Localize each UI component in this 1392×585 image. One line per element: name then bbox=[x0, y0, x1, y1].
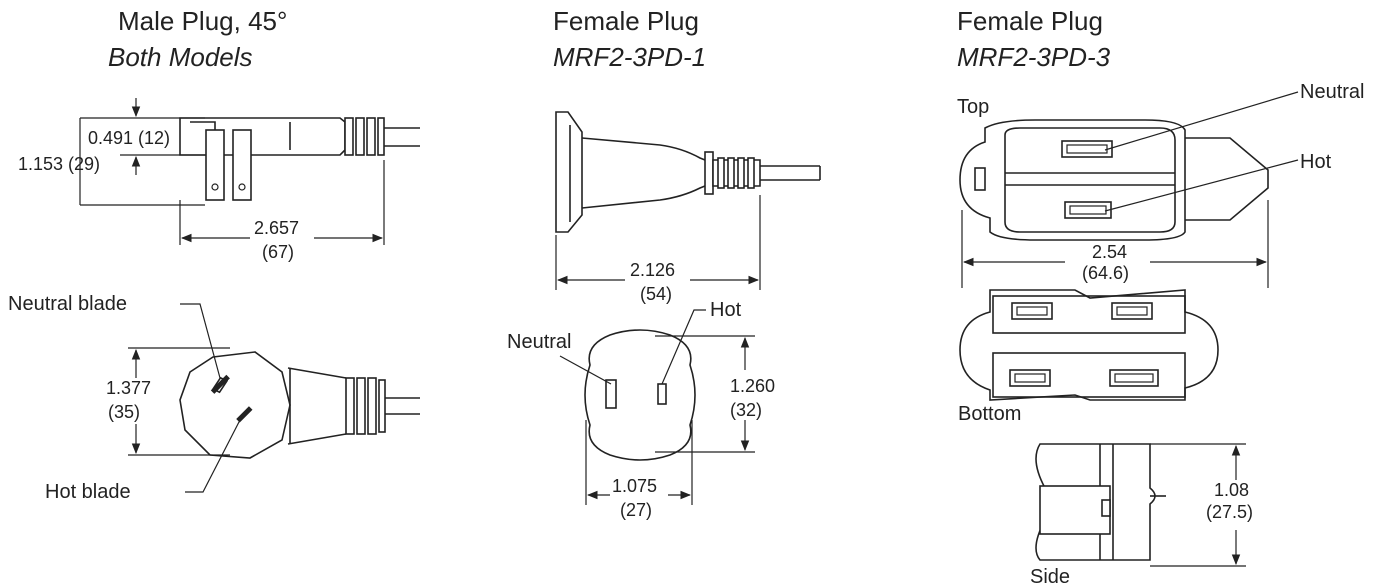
female-plug-3-side-view: 1.08 (27.5) Side bbox=[1030, 443, 1253, 585]
side-label: Side bbox=[1030, 566, 1070, 585]
bottom-label: Bottom bbox=[958, 403, 1021, 425]
female-plug-3-bottom-view: Bottom bbox=[958, 289, 1219, 425]
female1-height-mm: (32) bbox=[730, 400, 762, 420]
female3-side-inch: 1.08 bbox=[1214, 480, 1249, 500]
top-label: Top bbox=[957, 96, 989, 118]
female-plug-3-subtitle: MRF2-3PD-3 bbox=[957, 42, 1111, 72]
female-plug-1-face-view: Neutral Hot 1.260 (32) 1.075 (27) bbox=[507, 299, 775, 520]
female3-length-mm: (64.6) bbox=[1082, 263, 1129, 283]
female1-length-inch: 2.126 bbox=[630, 260, 675, 280]
male-plug-title: Male Plug, 45° bbox=[118, 6, 287, 36]
neutral-blade-label: Neutral blade bbox=[8, 293, 127, 315]
male-length-inch: 2.657 bbox=[254, 218, 299, 238]
female3-neutral-label: Neutral bbox=[1300, 81, 1364, 103]
female1-height-inch: 1.260 bbox=[730, 376, 775, 396]
female-plug-1-title: Female Plug bbox=[553, 6, 699, 36]
male-plug-side-view: 0.491 (12) 1.153 (29) 2.657 (67) bbox=[18, 98, 420, 262]
male-face-dimension-mm: (35) bbox=[108, 402, 140, 422]
male-blade-dimension: 0.491 (12) bbox=[88, 128, 170, 148]
female1-neutral-label: Neutral bbox=[507, 331, 571, 353]
female1-length-mm: (54) bbox=[640, 284, 672, 304]
female3-hot-label: Hot bbox=[1300, 151, 1332, 173]
female-plug-1-side-view: 2.126 (54) bbox=[555, 111, 821, 304]
male-plug-face-view: 1.377 (35) Neutral blade Hot blade bbox=[8, 293, 420, 503]
male-height-dimension: 1.153 (29) bbox=[18, 154, 100, 174]
male-plug-subtitle: Both Models bbox=[108, 42, 253, 72]
female-plug-3-top-view: Top Neutral Hot 2.54 (64.6) bbox=[957, 81, 1364, 288]
female1-width-inch: 1.075 bbox=[612, 476, 657, 496]
female1-width-mm: (27) bbox=[620, 500, 652, 520]
female3-length-inch: 2.54 bbox=[1092, 242, 1127, 262]
female1-hot-label: Hot bbox=[710, 299, 742, 321]
male-length-mm: (67) bbox=[262, 242, 294, 262]
hot-blade-label: Hot blade bbox=[45, 481, 131, 503]
female-plug-1-subtitle: MRF2-3PD-1 bbox=[553, 42, 706, 72]
female3-side-mm: (27.5) bbox=[1206, 502, 1253, 522]
female-plug-3-title: Female Plug bbox=[957, 6, 1103, 36]
male-face-dimension-inch: 1.377 bbox=[106, 378, 151, 398]
